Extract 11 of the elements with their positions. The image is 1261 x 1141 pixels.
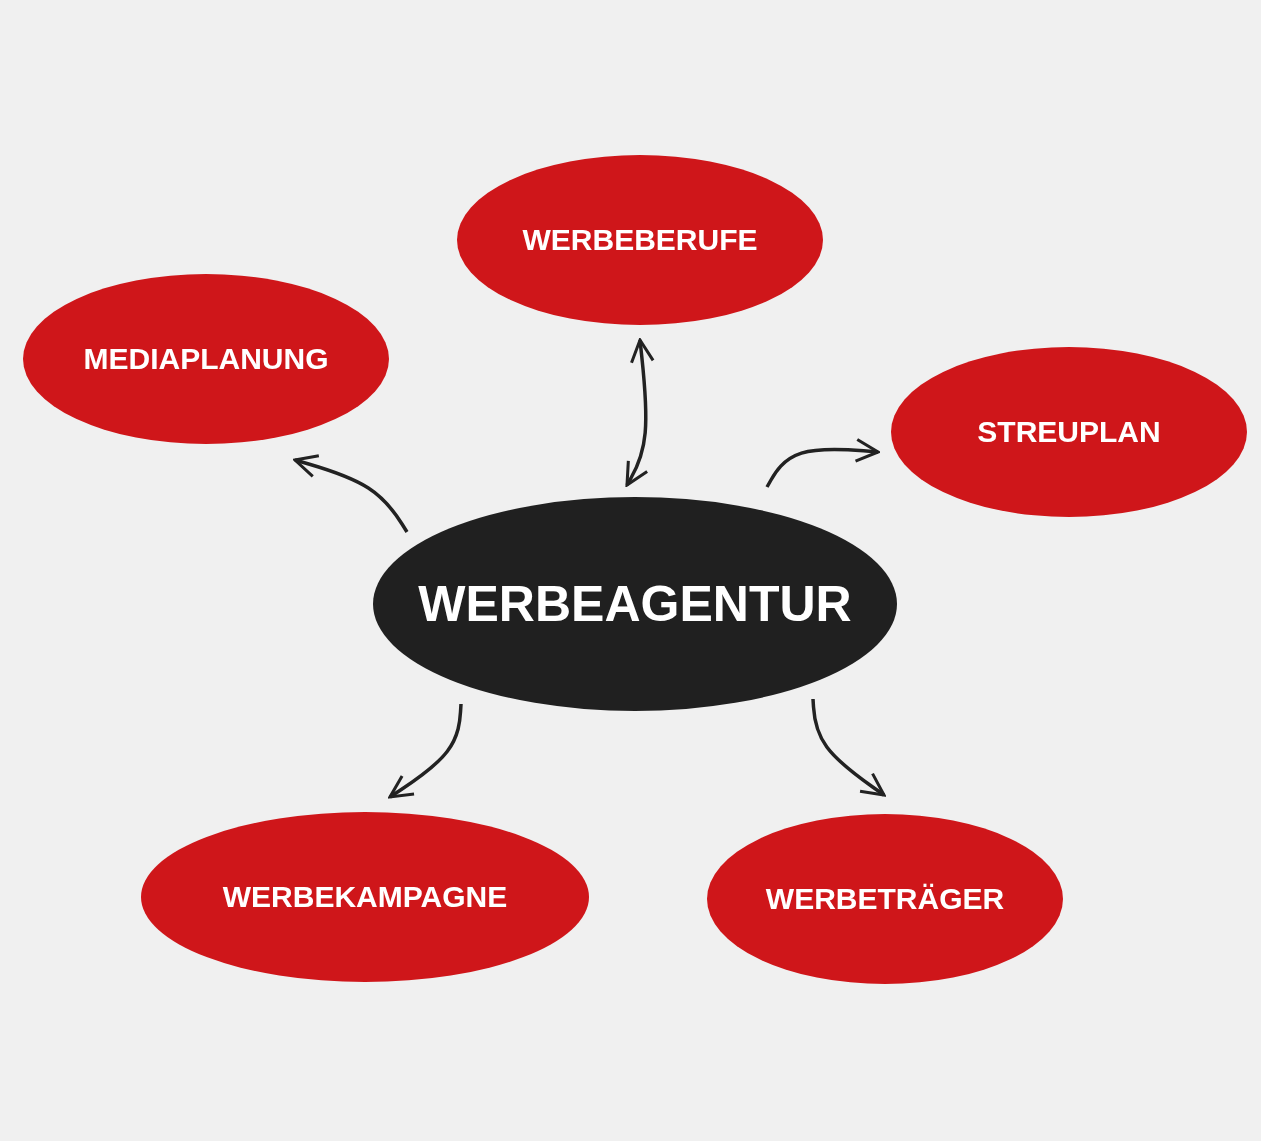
curved-arrow	[388, 703, 463, 799]
node-label: MEDIAPLANUNG	[83, 342, 329, 376]
curved-arrow	[293, 454, 409, 533]
node-label: WERBEBERUFE	[522, 223, 758, 257]
node-label: STREUPLAN	[977, 415, 1161, 449]
curved-arrow	[625, 338, 655, 487]
curved-arrow	[765, 437, 880, 488]
curved-arrow	[811, 698, 886, 797]
node-label: WERBETRÄGER	[765, 882, 1005, 916]
node-label: WERBEAGENTUR	[418, 575, 852, 633]
node-label: WERBEKAMPAGNE	[222, 880, 508, 914]
